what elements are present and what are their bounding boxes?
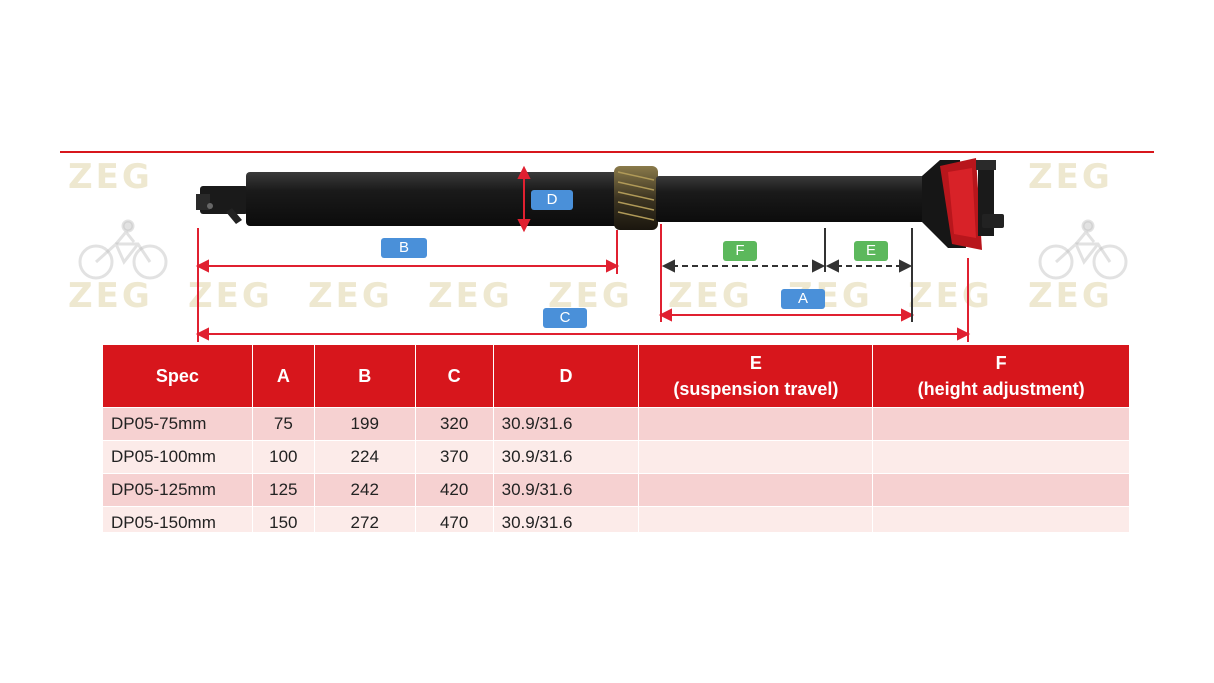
- dim-label-e: E: [854, 241, 888, 261]
- col-header-f: F (height adjustment): [872, 344, 1130, 408]
- table-row: DP05-125mm 125 242 420 30.9/31.6: [102, 473, 1130, 507]
- col-header-label: F: [995, 353, 1007, 373]
- image-crop-edge: [60, 532, 1160, 683]
- cell-d: 30.9/31.6: [492, 440, 640, 474]
- actuator-end: [196, 186, 248, 224]
- cell-a: 75: [251, 407, 315, 441]
- cell-e: [638, 440, 874, 474]
- cell-f: [872, 440, 1130, 474]
- cell-b: 199: [313, 407, 416, 441]
- table-row: DP05-100mm 100 224 370 30.9/31.6: [102, 440, 1130, 474]
- watermark-text: ZEG: [1028, 276, 1113, 316]
- upper-tube: [656, 176, 926, 222]
- col-header-a: A: [251, 344, 315, 408]
- cell-f: [872, 473, 1130, 507]
- lower-tube: [246, 172, 622, 226]
- cell-spec: DP05-100mm: [102, 440, 253, 474]
- col-header-label: Spec: [155, 366, 199, 386]
- watermark-text: ZEG: [188, 276, 273, 316]
- cell-a: 125: [251, 473, 315, 507]
- cell-a: 100: [251, 440, 315, 474]
- watermark-text: ZEG: [668, 276, 753, 316]
- dim-label-f: F: [723, 241, 757, 261]
- col-header-sublabel: (suspension travel): [673, 379, 839, 399]
- watermark-text: ZEG: [908, 276, 993, 316]
- col-header-c: C: [414, 344, 494, 408]
- watermark-text: ZEG: [428, 276, 513, 316]
- cell-spec: DP05-125mm: [102, 473, 253, 507]
- cyclist-watermark-icon: [1038, 219, 1128, 280]
- cell-d: 30.9/31.6: [492, 407, 640, 441]
- dim-label-a: A: [781, 289, 825, 309]
- top-rule: [60, 151, 1154, 153]
- watermark-text: ZEG: [308, 276, 393, 316]
- cell-b: 224: [313, 440, 416, 474]
- saddle-clamp-head: [922, 158, 1004, 250]
- col-header-spec: Spec: [102, 344, 253, 408]
- cell-e: [638, 473, 874, 507]
- watermark-text: ZEG: [68, 157, 153, 197]
- dim-label-c: C: [543, 308, 587, 328]
- spec-table-header-row: Spec A B C D E (suspension travel) F (heig…: [102, 344, 1130, 408]
- cell-f: [872, 407, 1130, 441]
- col-header-label: B: [358, 366, 372, 386]
- cell-c: 320: [414, 407, 494, 441]
- col-header-label: D: [559, 366, 573, 386]
- collar: [614, 166, 658, 230]
- cell-c: 420: [414, 473, 494, 507]
- col-header-label: E: [749, 353, 762, 373]
- cell-d: 30.9/31.6: [492, 473, 640, 507]
- dim-label-d: D: [531, 190, 573, 210]
- dim-label-b: B: [381, 238, 427, 258]
- watermark-text: ZEG: [1028, 157, 1113, 197]
- col-header-sublabel: (height adjustment): [917, 379, 1085, 399]
- col-header-label: A: [276, 366, 290, 386]
- table-row: DP05-75mm 75 199 320 30.9/31.6: [102, 407, 1130, 441]
- col-header-d: D: [492, 344, 640, 408]
- col-header-label: C: [447, 366, 461, 386]
- spec-table: Spec A B C D E (suspension travel) F (heig…: [102, 344, 1130, 540]
- cell-c: 370: [414, 440, 494, 474]
- col-header-b: B: [313, 344, 416, 408]
- cell-e: [638, 407, 874, 441]
- watermark-text: ZEG: [68, 276, 153, 316]
- cell-spec: DP05-75mm: [102, 407, 253, 441]
- cyclist-watermark-icon: [78, 219, 168, 280]
- cell-b: 242: [313, 473, 416, 507]
- col-header-e: E (suspension travel): [638, 344, 874, 408]
